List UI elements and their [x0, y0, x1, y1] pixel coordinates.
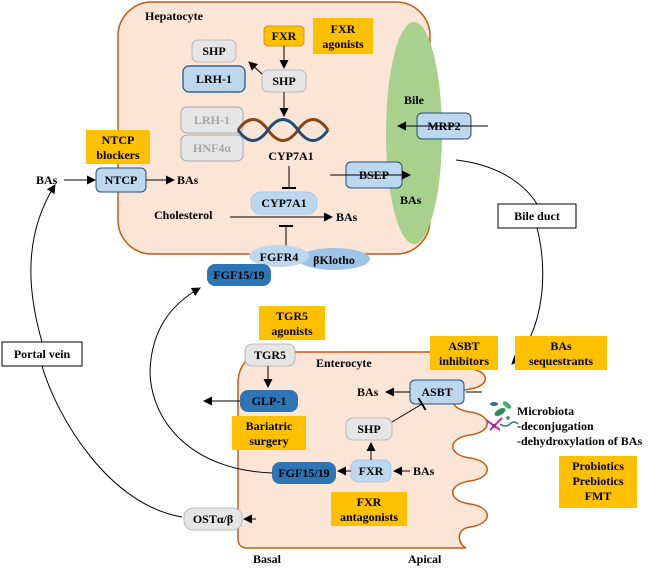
asbt: ASBT: [421, 385, 452, 399]
fxr-agonists-line1: FXR: [331, 22, 356, 36]
ntcp: NTCP: [105, 173, 138, 187]
treatment-probiotics: Probiotics: [572, 459, 624, 473]
fgf1519-lower: FGF15/19: [278, 466, 329, 480]
asbt-inhibitors-line1: ASBT: [448, 339, 479, 353]
cyp7a1-gene: CYP7A1: [268, 149, 313, 163]
fgf1519-lower-box: [272, 462, 336, 484]
enterocyte-shp-box: [345, 417, 393, 441]
asbt-inhibitors-line2: inhibitors: [439, 354, 489, 368]
hepatocyte-fxr: FXR: [272, 29, 297, 43]
hepatocyte-title: Hepatocyte: [145, 9, 204, 23]
lrh1: LRH-1: [196, 72, 232, 86]
cyp7a1-enzyme-box: [250, 191, 318, 215]
lrh1-grey: LRH-1: [194, 113, 230, 127]
fgf1519-curve-up: [149, 287, 273, 474]
inhibit-shp-to-asbt: [391, 397, 427, 423]
tgr5-agonists-box: [259, 306, 325, 340]
bklotho-ellipse: [298, 248, 370, 270]
shp-small-box: [191, 39, 237, 63]
glp1: GLP-1: [252, 394, 287, 408]
fxr-antagonists-line2: antagonists: [340, 510, 398, 524]
bariatric-line2: surgery: [249, 434, 288, 448]
glp1-box: [240, 390, 298, 412]
fgfr4: FGFR4: [260, 250, 299, 264]
treatment-prebiotics: Prebiotics: [572, 474, 623, 488]
bile-duct-curve: [455, 159, 538, 205]
microbiota-icon: [485, 401, 519, 431]
bile-duct: Bile duct: [514, 209, 560, 223]
arrow-shp-to-lrh1: [248, 61, 263, 75]
tgr5-agonists-line2: agonists: [271, 324, 313, 338]
bile-canaliculus: [386, 22, 442, 244]
ntcp-blockers-box: [86, 130, 150, 164]
dna-helix-icon: [236, 118, 330, 142]
bas-portal: BAs: [36, 173, 58, 187]
bas-sequestrants-line1: BAs: [550, 339, 572, 353]
fxr-agonists-line2: agonists: [322, 37, 364, 51]
lrh1-box: [182, 65, 246, 93]
hnf4a: HNF4α: [193, 141, 231, 155]
cyp7a1-enzyme: CYP7A1: [261, 196, 306, 210]
bas-fxr: BAs: [413, 464, 435, 478]
fxr-antagonists-box: [331, 492, 407, 526]
bas-asbt: BAs: [357, 385, 379, 399]
ntcp-blockers-line2: blockers: [96, 148, 140, 162]
lrh1-grey-box: [180, 106, 244, 134]
enterocyte-fxr: FXR: [359, 464, 384, 478]
fxr-antagonists-line1: FXR: [357, 495, 382, 509]
hepatocyte-bas-product: BAs: [336, 210, 358, 224]
shp-small: SHP: [202, 44, 225, 58]
tgr5-box: [244, 343, 296, 367]
treatment-fmt: FMT: [585, 489, 612, 503]
enterocyte-shp: SHP: [357, 422, 380, 436]
fgf1519-upper: FGF15/19: [213, 268, 264, 282]
hnf4a-box: [180, 134, 244, 162]
fgfr4-ellipse: [249, 245, 309, 267]
enterocyte-title: Enterocyte: [316, 356, 372, 370]
portal-vein-curve-down: [41, 365, 183, 518]
portal-vein-curve-up: [30, 184, 56, 343]
portal-vein: Portal vein: [14, 347, 71, 361]
bariatric-line1: Bariatric: [246, 419, 293, 433]
microbiota-line1: Microbiota: [517, 404, 574, 418]
asbt-inhibitors-box: [430, 336, 498, 370]
ntcp-blockers-line1: NTCP: [102, 133, 135, 147]
microbiota-line2: -deconjugation: [517, 419, 594, 433]
fgf1519-upper-box: [207, 264, 271, 286]
hepatocyte-shp: SHP: [272, 74, 295, 88]
bile-label: Bile: [404, 93, 425, 107]
cholesterol-label: Cholesterol: [154, 208, 213, 222]
fxr-agonists-box: [313, 18, 373, 54]
bariatric-box: [232, 416, 306, 450]
bklotho: βKlotho: [313, 253, 355, 267]
tgr5: TGR5: [254, 348, 286, 362]
tgr5-agonists-line1: TGR5: [276, 309, 308, 323]
bas-sequestrants-line2: sequestrants: [529, 354, 593, 368]
bas-sequestrants-box: [515, 336, 607, 370]
apical-label: Apical: [408, 552, 442, 566]
microbiota-line3: -dehydroxylation of BAs: [517, 434, 642, 448]
ost-box: [183, 507, 243, 531]
hepatocyte-bas-in: BAs: [177, 173, 199, 187]
ost: OSTα/β: [193, 512, 233, 526]
treatments-box: [559, 456, 637, 508]
basal-label: Basal: [253, 552, 282, 566]
bas-bsep: BAs: [400, 193, 422, 207]
